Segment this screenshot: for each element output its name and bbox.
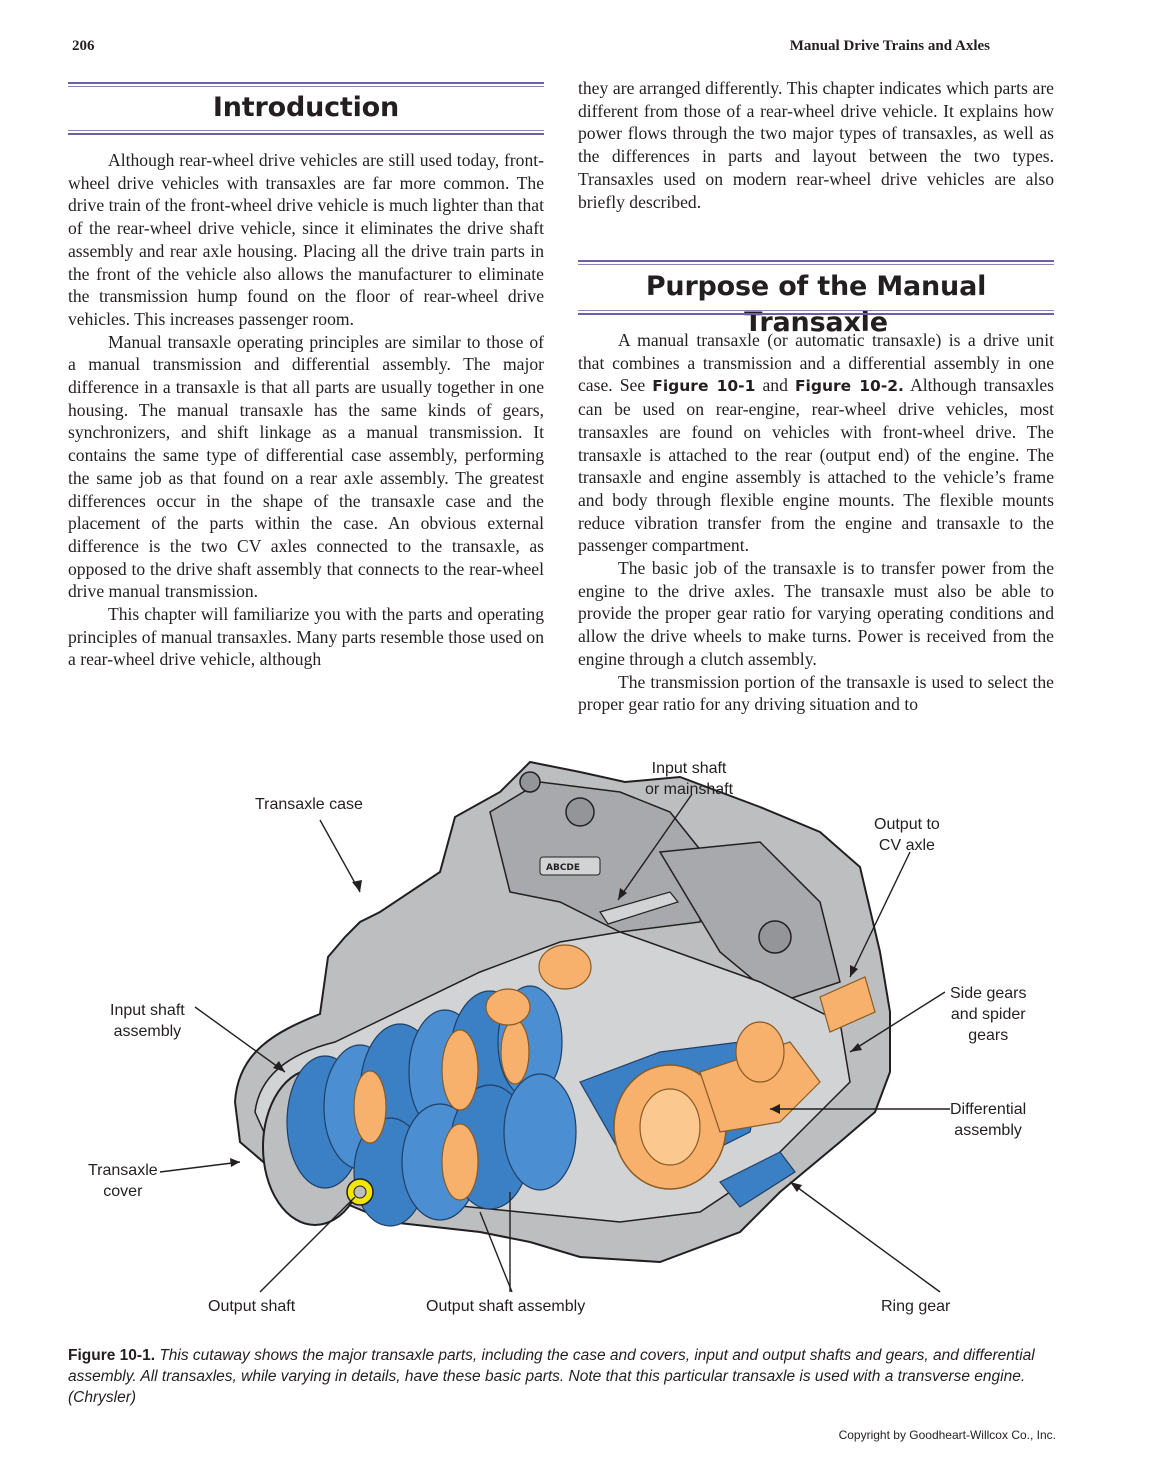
continuation-paragraph: they are arranged differently. This chap… (578, 78, 1054, 212)
synchronizer-hubs-icon (353, 944, 592, 1201)
callout-ring-gear: Ring gear (881, 1298, 951, 1315)
callout-differential: Differential assembly (950, 1101, 1027, 1139)
left-column-text: Although rear-wheel drive vehicles are s… (68, 149, 544, 671)
callout-arrowheads (230, 880, 862, 1192)
figure-caption: Figure 10-1. This cutaway shows the majo… (68, 1345, 1058, 1408)
page-number: 206 (72, 38, 95, 54)
callout-input-shaft: Input shaft or mainshaft (645, 760, 734, 798)
transaxle-cutaway-figure: ABCDE (60, 752, 1060, 1332)
callout-output-shaft-assembly: Output shaft assembly (426, 1298, 586, 1315)
case-stamp: ABCDE (546, 863, 580, 873)
heading-rule-top (68, 82, 544, 87)
callout-transaxle-case: Transaxle case (255, 796, 363, 813)
purpose-paragraph-2: The basic job of the transaxle is to tra… (578, 558, 1054, 669)
callout-input-shaft-assembly: Input shaft assembly (110, 1002, 185, 1040)
introduction-heading: Introduction (212, 92, 400, 123)
callout-transaxle-cover: Transaxle cover (88, 1162, 158, 1200)
callout-output-shaft: Output shaft (208, 1298, 296, 1315)
callout-leaders (159, 793, 950, 1293)
callout-side-gears: Side gears and spider gears (950, 985, 1027, 1044)
copyright-notice: Copyright by Goodheart-Willcox Co., Inc. (838, 1428, 1056, 1442)
purpose-heading: Purpose of the Manual Transaxle (645, 271, 987, 338)
right-column-text: A manual transaxle (or automatic transax… (578, 329, 1054, 716)
differential-icon (579, 976, 876, 1208)
caption-text: This cutaway shows the major transaxle p… (68, 1347, 1035, 1406)
intro-paragraph-1: Although rear-wheel drive vehicles are s… (68, 150, 544, 329)
purpose-paragraph-3: The transmission portion of the transaxl… (578, 671, 1054, 715)
purpose-rule-top (578, 260, 1054, 265)
heading-rule-bottom (68, 130, 544, 135)
intro-paragraph-2: Manual transaxle operating principles ar… (68, 331, 544, 602)
caption-label: Figure 10-1. (68, 1347, 155, 1364)
purpose-rule-bottom (578, 310, 1054, 315)
running-title: Manual Drive Trains and Axles (789, 38, 990, 54)
purpose-paragraph-1: A manual transaxle (or automatic transax… (578, 330, 1054, 556)
callout-output-cv-axle: Output to CV axle (874, 816, 940, 854)
right-column-continuation: they are arranged differently. This chap… (578, 77, 1054, 213)
transaxle-illustration: ABCDE (159, 760, 950, 1293)
intro-paragraph-3: This chapter will familiarize you with t… (68, 604, 544, 670)
figure-10-2-ref[interactable]: Figure 10-2. (794, 377, 904, 396)
figure-10-1-ref[interactable]: Figure 10-1 (652, 377, 756, 396)
